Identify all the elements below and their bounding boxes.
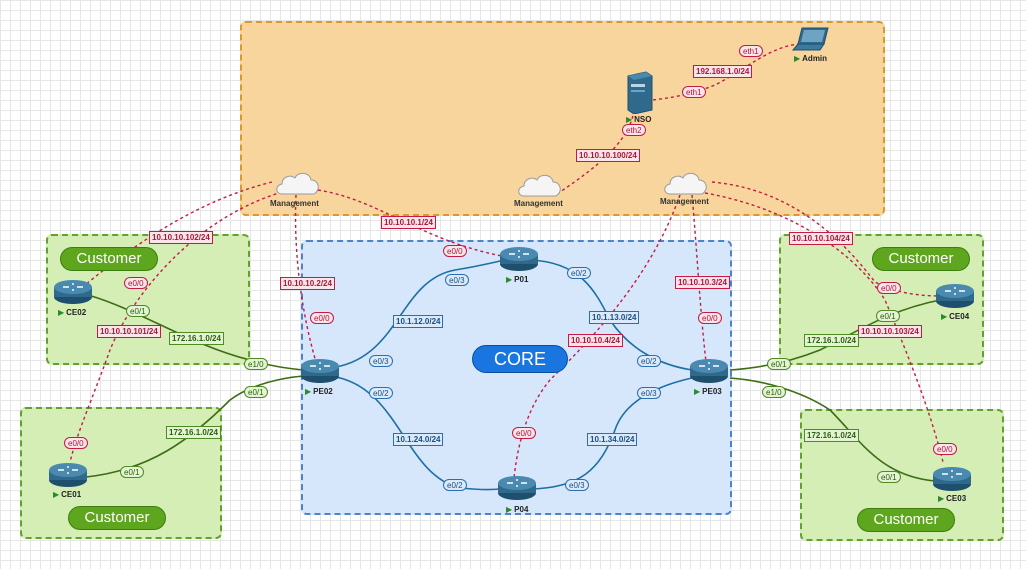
cloud-label-mgmt-mid: Management [514, 199, 563, 208]
core-link-pe02-p01 [335, 259, 506, 368]
core-zone [301, 240, 732, 515]
subnet-label-admin-nso: 192.168.1.0/24 [693, 65, 753, 78]
port-label-pe02-e02: e0/2 [369, 387, 393, 399]
port-label-ce01-e01: e0/1 [120, 466, 144, 478]
cust-link-ce03-pe03 [729, 377, 936, 482]
core-label: CORE [472, 345, 568, 373]
subnet-label-ce03-pe03: 172.16.1.0/24 [804, 429, 859, 442]
port-label-ce03-e01: e0/1 [877, 471, 901, 483]
port-label-ce02-e00: e0/0 [124, 277, 148, 289]
node-label-p01: ▶P01 [506, 275, 529, 284]
ip-label-ce04: 10.10.10.104/24 [789, 232, 853, 245]
port-label-ce04-e01: e0/1 [876, 310, 900, 322]
port-label-p04-e03: e0/3 [565, 479, 589, 491]
cloud-label-mgmt-left: Management [270, 199, 319, 208]
port-label-pe03-e10: e1/0 [762, 386, 786, 398]
port-label-p01-e02: e0/2 [567, 267, 591, 279]
customer-label-ce04: Customer [872, 247, 970, 271]
customer-label-ce01: Customer [68, 506, 166, 530]
subnet-label-ce04-pe03: 172.16.1.0/24 [804, 334, 859, 347]
port-label-pe02-e00: e0/0 [310, 312, 334, 324]
port-label-p04-e02: e0/2 [443, 479, 467, 491]
port-label-pe02-e10: e1/0 [244, 358, 268, 370]
port-label-pe03-e01: e0/1 [767, 358, 791, 370]
node-label-pe02: ▶PE02 [305, 387, 333, 396]
port-label-admin-eth1: eth1 [739, 45, 763, 57]
node-label-ce01: ▶CE01 [53, 490, 82, 499]
node-label-ce04: ▶CE04 [941, 312, 970, 321]
ip-label-ce01: 10.10.10.101/24 [97, 325, 161, 338]
port-label-pe03-e00: e0/0 [698, 312, 722, 324]
subnet-label-p04-pe03: 10.1.34.0/24 [587, 433, 638, 446]
cust-link-ce04-pe03 [729, 299, 941, 371]
subnet-label-pe02-p01: 10.1.12.0/24 [393, 315, 444, 328]
node-label-pe03: ▶PE03 [694, 387, 722, 396]
node-label-ce02: ▶CE02 [58, 308, 87, 317]
subnet-label-pe02-p04: 10.1.24.0/24 [393, 433, 444, 446]
port-label-pe02-e03: e0/3 [369, 355, 393, 367]
port-label-nso-eth1: eth1 [682, 86, 706, 98]
cust-link-ce02-pe02 [87, 294, 304, 371]
port-label-pe03-e02: e0/2 [637, 355, 661, 367]
subnet-label-ce02-pe02: 172.16.1.0/24 [169, 332, 224, 345]
port-label-pe02-e01: e0/1 [244, 386, 268, 398]
node-label-nso: ▶NSO [626, 115, 652, 124]
port-label-pe03-e03: e0/3 [637, 387, 661, 399]
port-label-ce02-e01: e0/1 [126, 305, 150, 317]
port-label-p01-e00: e0/0 [443, 245, 467, 257]
mgmt-link-cloud-ce03 [704, 192, 944, 463]
mgmt-link-cloud-pe02 [294, 194, 317, 363]
mgmt-link-cloud-ce02 [84, 181, 273, 286]
port-label-ce04-e00: e0/0 [877, 282, 901, 294]
ip-label-p04: 10.10.10.4/24 [568, 334, 623, 347]
subnet-label-nso-mgmt: 10.10.10.100/24 [576, 149, 640, 162]
cloud-label-mgmt-right: Management [660, 197, 709, 206]
port-label-p04-e00: e0/0 [512, 427, 536, 439]
port-label-p01-e03: e0/3 [445, 274, 469, 286]
port-label-ce01-e00: e0/0 [64, 437, 88, 449]
mgmt-link-cloud-ce04 [711, 181, 944, 297]
ip-label-ce02: 10.10.10.102/24 [149, 231, 213, 244]
subnet-label-p01-pe03: 10.1.13.0/24 [589, 311, 640, 324]
node-label-admin: ▶Admin [794, 54, 828, 63]
ip-label-pe02: 10.10.10.2/24 [280, 277, 335, 290]
customer-label-ce03: Customer [857, 508, 955, 532]
ip-label-ce03: 10.10.10.103/24 [858, 325, 922, 338]
node-label-ce03: ▶CE03 [938, 494, 967, 503]
ip-label-pe03: 10.10.10.3/24 [675, 276, 730, 289]
management-zone [240, 21, 885, 216]
port-label-ce03-e00: e0/0 [933, 443, 957, 455]
node-label-p04: ▶P04 [506, 505, 529, 514]
ip-label-p01: 10.10.10.1/24 [381, 216, 436, 229]
customer-label-ce02: Customer [60, 247, 158, 271]
subnet-label-ce01-pe02: 172.16.1.0/24 [166, 426, 221, 439]
mgmt-link-admin-nso [651, 43, 801, 101]
port-label-nso-eth2: eth2 [622, 124, 646, 136]
